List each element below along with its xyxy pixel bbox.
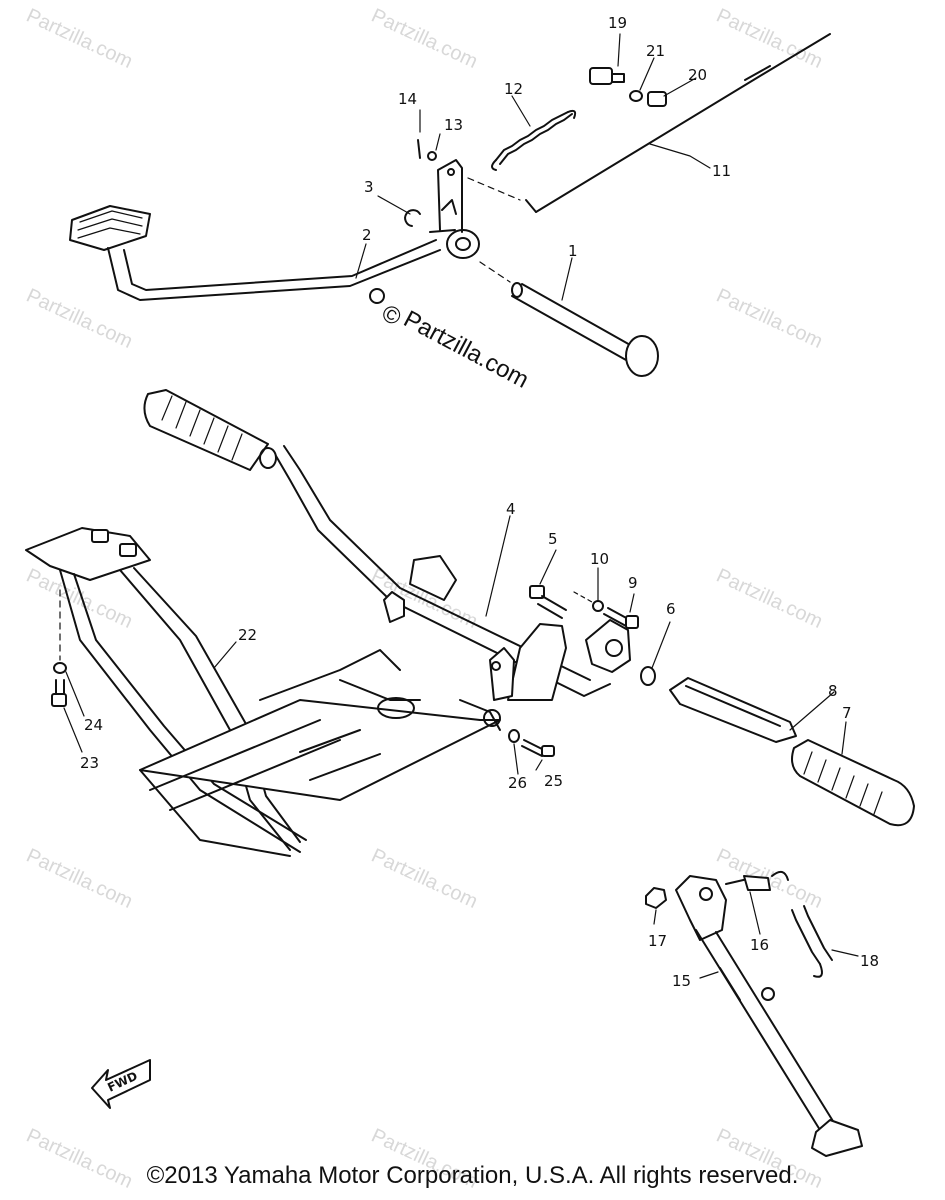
adjust-nut-set[interactable] [589,67,667,107]
pedal-shaft[interactable] [479,261,659,377]
callout-11: 11 [712,162,731,180]
watermark: Partzilla.com [713,845,826,913]
washer-24[interactable] [53,662,67,674]
watermark: Partzilla.com [713,565,826,633]
center-watermark: Partzilla.com [399,305,533,393]
callout-20: 20 [688,66,707,84]
callout-14: 14 [398,90,417,108]
washer-26[interactable] [508,729,520,743]
side-stand[interactable] [675,875,863,1157]
footrest-rubber-right[interactable] [791,739,915,827]
callout-24: 24 [84,716,103,734]
bolt-9[interactable] [603,607,639,629]
cotter-pin[interactable] [417,139,437,161]
watermark: Partzilla.com [23,285,136,353]
callout-19: 19 [608,14,627,32]
callout-10: 10 [590,550,609,568]
callout-16: 16 [750,936,769,954]
watermark: Partzilla.com [368,845,481,913]
circlip[interactable] [404,209,421,227]
stand-spring[interactable] [771,870,833,978]
footrest-bracket[interactable] [669,677,797,743]
washer-10[interactable] [573,591,604,612]
callout-21: 21 [646,42,665,60]
callouts: 1 2 3 4 5 6 7 8 9 10 11 12 13 14 15 16 1… [80,14,879,990]
bolt-25[interactable] [521,739,555,757]
fwd-arrow-icon [91,1059,151,1109]
watermark: Partzilla.com [23,845,136,913]
under-guard-frame[interactable] [25,527,501,857]
brake-rod[interactable] [467,33,831,213]
partzilla-watermark: © Partzilla.com [377,299,533,393]
copyright-notice: ©2013 Yamaha Motor Corporation, U.S.A. A… [146,1162,799,1189]
footrest-bar[interactable] [143,389,631,701]
stand-nut[interactable] [645,887,667,909]
callout-25: 25 [544,772,563,790]
bolt-23[interactable] [51,679,67,707]
callout-9: 9 [628,574,638,592]
callout-22: 22 [238,626,257,644]
callout-13: 13 [444,116,463,134]
callout-17: 17 [648,932,667,950]
callout-7: 7 [842,704,852,722]
callout-2: 2 [362,226,372,244]
watermark: Partzilla.com [713,5,826,73]
callout-26: 26 [508,774,527,792]
washer-6[interactable] [640,666,656,686]
stand-bolt[interactable] [725,875,771,891]
callout-18: 18 [860,952,879,970]
callout-3: 3 [364,178,374,196]
callout-6: 6 [666,600,676,618]
callout-8: 8 [828,682,838,700]
watermark: Partzilla.com [713,285,826,353]
watermark: Partzilla.com [23,5,136,73]
brake-pedal[interactable] [69,159,480,304]
watermark: Partzilla.com [368,5,481,73]
bolt-5[interactable] [529,585,567,619]
callout-23: 23 [80,754,99,772]
callout-1: 1 [568,242,578,260]
callout-5: 5 [548,530,558,548]
callout-12: 12 [504,80,523,98]
callout-4: 4 [506,500,516,518]
leader-lines [63,33,859,979]
return-spring[interactable] [491,109,577,171]
callout-15: 15 [672,972,691,990]
